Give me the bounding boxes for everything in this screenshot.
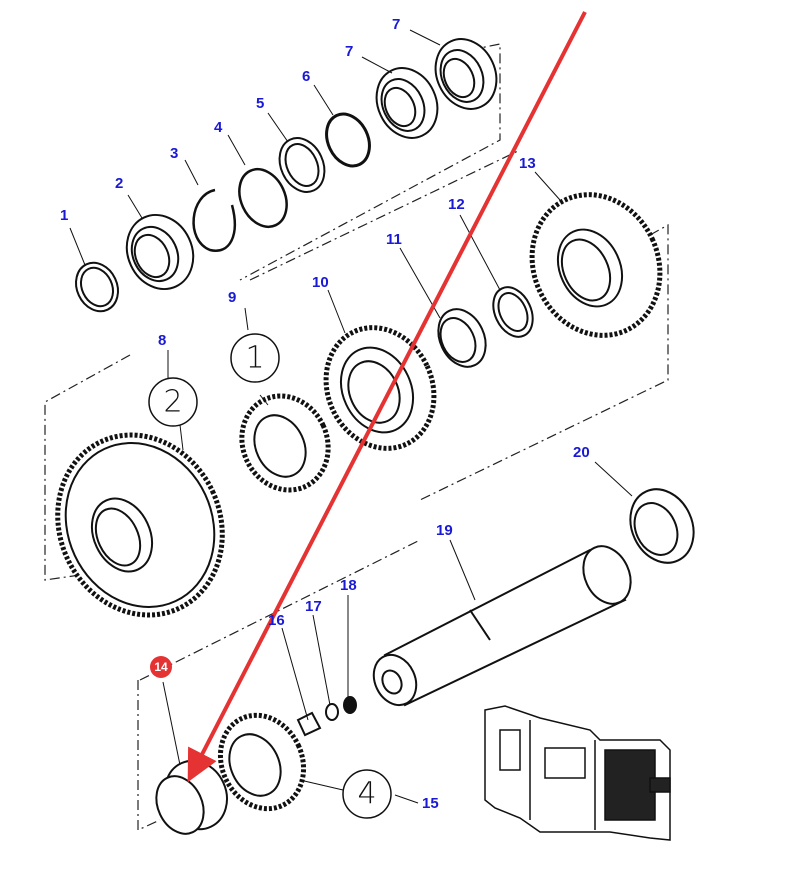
- part-11-sleeve[interactable]: [429, 302, 494, 375]
- part-19-shaft[interactable]: [366, 539, 640, 713]
- part-17-spring[interactable]: [325, 703, 339, 721]
- callout-16[interactable]: 16: [268, 612, 285, 629]
- part-18-plug[interactable]: [343, 696, 357, 714]
- callout-3[interactable]: 3: [170, 145, 179, 162]
- callout-14-highlighted[interactable]: 14: [150, 656, 172, 678]
- callout-15[interactable]: 15: [422, 795, 439, 812]
- part-20-bearing[interactable]: [619, 479, 705, 573]
- part-4-ring[interactable]: [230, 162, 295, 235]
- part-7-bearing-b[interactable]: [425, 29, 508, 119]
- assembly-frame-lines: [44, 43, 669, 831]
- callout-12[interactable]: 12: [448, 196, 465, 213]
- part-15-gear[interactable]: [205, 702, 318, 823]
- callout-1[interactable]: 1: [60, 207, 69, 224]
- part-3-snap-ring[interactable]: [192, 188, 237, 253]
- callout-10[interactable]: 10: [312, 274, 329, 291]
- reference-circle-label-1: 1: [245, 340, 265, 376]
- reference-circle-label-4: 4: [357, 776, 377, 812]
- highlight-arrow: [187, 11, 587, 783]
- reference-circle-1: [230, 333, 280, 383]
- reference-circle-2: [148, 377, 198, 427]
- part-8-large-gear[interactable]: [29, 408, 252, 642]
- part-16-bushing[interactable]: [296, 711, 322, 737]
- part-12-washer[interactable]: [486, 281, 541, 343]
- callout-8[interactable]: 8: [158, 332, 167, 349]
- transmission-inset-image: [484, 705, 671, 841]
- callout-19[interactable]: 19: [436, 522, 453, 539]
- part-9-gear[interactable]: [227, 382, 344, 505]
- part-6-o-ring[interactable]: [318, 107, 377, 173]
- callout-11[interactable]: 11: [386, 231, 402, 248]
- part-7-bearing-a[interactable]: [366, 58, 449, 148]
- callout-6[interactable]: 6: [302, 68, 311, 85]
- part-1-ring[interactable]: [68, 256, 125, 318]
- callout-5[interactable]: 5: [256, 95, 265, 112]
- reference-circle-4: [342, 769, 392, 819]
- callout-20[interactable]: 20: [573, 444, 590, 461]
- callout-13[interactable]: 13: [519, 155, 536, 172]
- callout-7b[interactable]: 7: [392, 16, 401, 33]
- part-5-washer[interactable]: [271, 131, 333, 200]
- part-13-gear[interactable]: [509, 174, 682, 357]
- reference-circle-label-2: 2: [163, 384, 183, 420]
- part-2-bearing[interactable]: [115, 204, 205, 300]
- callout-2[interactable]: 2: [115, 175, 124, 192]
- callout-4[interactable]: 4: [214, 119, 223, 136]
- callout-7a[interactable]: 7: [345, 43, 354, 60]
- callout-9[interactable]: 9: [228, 289, 237, 306]
- callout-17[interactable]: 17: [305, 598, 322, 615]
- part-10-synchronizer[interactable]: [307, 310, 454, 466]
- callout-18[interactable]: 18: [340, 577, 357, 594]
